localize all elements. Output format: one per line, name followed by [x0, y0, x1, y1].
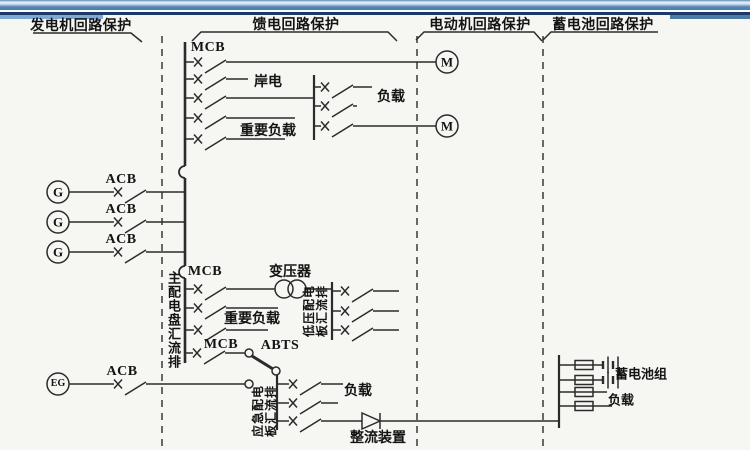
top-band-gradient	[0, 0, 750, 10]
important-load-label-feeder: 重要负载	[240, 122, 296, 138]
abts-pivot-contact	[271, 366, 281, 376]
breaker-icon	[340, 305, 374, 323]
breaker-icon	[288, 397, 322, 415]
top-band-left-segment	[0, 15, 103, 19]
section-rule-feeder	[191, 31, 398, 42]
rectifier-device	[361, 411, 559, 431]
rectifier-label: 整流装置	[350, 429, 406, 445]
generator-circuit-1	[46, 180, 185, 204]
feeder-sub-busbar	[312, 75, 459, 140]
mcb-breaker-icon	[193, 73, 227, 91]
transformer-label: 变压器	[269, 263, 311, 279]
feeder-important-load-branch-2	[185, 133, 285, 151]
section-rule-motor	[415, 31, 543, 42]
main-busbar-label: 主配电盘汇流排	[166, 271, 181, 369]
mcb-breaker-icon	[193, 92, 227, 110]
breaker-icon	[320, 100, 354, 118]
acb-label-g1: ACB	[105, 172, 137, 187]
section-title-motor: 电动机回路保护	[429, 16, 531, 32]
breaker-icon	[340, 324, 374, 342]
feeder-important-load-branch-1	[185, 112, 295, 130]
feeder-motor-branch-1	[185, 50, 459, 74]
acb-breaker-icon	[113, 246, 147, 264]
section-title-generator: 发电机回路保护	[30, 17, 132, 33]
abts-label: ABTS	[260, 338, 300, 353]
mcb-breaker-icon	[193, 283, 227, 301]
load-label-feeder-sub: 负载	[377, 88, 405, 104]
shore-power-label: 岸电	[254, 73, 282, 89]
motor-letter-1: M	[440, 54, 454, 70]
generator-letter-2: G	[52, 214, 64, 230]
acb-breaker-icon	[113, 186, 147, 204]
emergency-busbar-label-col2: 板汇流排	[264, 384, 278, 438]
load-label-emergency: 负载	[344, 382, 372, 398]
mcb-breaker-icon	[193, 112, 227, 130]
generator-circuit-2	[46, 210, 185, 234]
generator-letter-1: G	[52, 184, 64, 200]
lv-important-load-branch-1	[185, 302, 278, 320]
mcb-label-feeder: MCB	[190, 40, 226, 55]
section-rule-generator	[33, 32, 143, 43]
battery-group-label: 蓄电池组	[614, 366, 668, 382]
important-load-label-lv: 重要负载	[224, 310, 280, 326]
diode-icon	[361, 411, 382, 431]
acb-label-g3: ACB	[105, 232, 137, 247]
breaker-icon	[288, 415, 322, 433]
acb-label-g2: ACB	[105, 202, 137, 217]
feeder-subpanel-branch	[185, 92, 314, 110]
mcb-breaker-icon	[193, 56, 227, 74]
breaker-icon	[288, 378, 322, 396]
generator-circuit-3	[46, 240, 185, 264]
battery-busbar	[557, 355, 620, 428]
abts-feed-branch	[185, 347, 254, 365]
top-band-navy-line	[0, 12, 750, 15]
mcb-label-lv: MCB	[187, 264, 223, 279]
motor-symbol	[435, 114, 459, 138]
fuse-icon	[574, 400, 594, 412]
emergency-busbar-label-col1: 应急配电	[251, 384, 265, 438]
abts-main-contact	[244, 348, 254, 358]
breaker-icon	[320, 120, 354, 138]
motor-letter-2: M	[440, 118, 454, 134]
emergency-busbar	[275, 375, 362, 433]
abts-emergency-contact	[244, 379, 254, 389]
acb-breaker-icon	[113, 378, 147, 396]
section-title-feeder: 馈电回路保护	[252, 16, 340, 32]
mcb-breaker-icon	[193, 133, 227, 151]
acb-label-eg: ACB	[106, 364, 138, 379]
generator-letter-3: G	[52, 244, 64, 260]
section-title-battery: 蓄电池回路保护	[552, 16, 654, 32]
top-band-right-segment	[670, 15, 750, 19]
lv-busbar	[330, 282, 399, 342]
breaker-icon	[340, 285, 374, 303]
fuse-icon	[574, 359, 594, 371]
breaker-icon	[320, 81, 354, 99]
fuse-icon	[574, 386, 594, 398]
transformer-winding-1	[274, 279, 294, 299]
lv-important-load-branch-2	[185, 324, 268, 342]
transformer-branch	[185, 279, 332, 301]
section-rule-battery	[542, 31, 658, 41]
acb-breaker-icon	[113, 216, 147, 234]
load-label-battery: 负载	[607, 392, 635, 408]
feeder-shore-power-branch	[185, 73, 248, 91]
mcb-breaker-icon	[193, 302, 227, 320]
section-separators	[161, 36, 544, 448]
top-band-white-strip	[0, 10, 750, 12]
lv-busbar-label-col1: 低压配电	[302, 284, 316, 338]
emergency-generator-letters: EG	[50, 378, 66, 389]
motor-symbol	[435, 50, 459, 74]
fuse-icon	[574, 374, 594, 386]
emergency-generator-circuit	[46, 372, 254, 396]
mcb-label-emergency: MCB	[203, 337, 239, 352]
abts-switch	[251, 354, 281, 376]
lv-busbar-label-col2: 板汇流排	[315, 284, 329, 338]
